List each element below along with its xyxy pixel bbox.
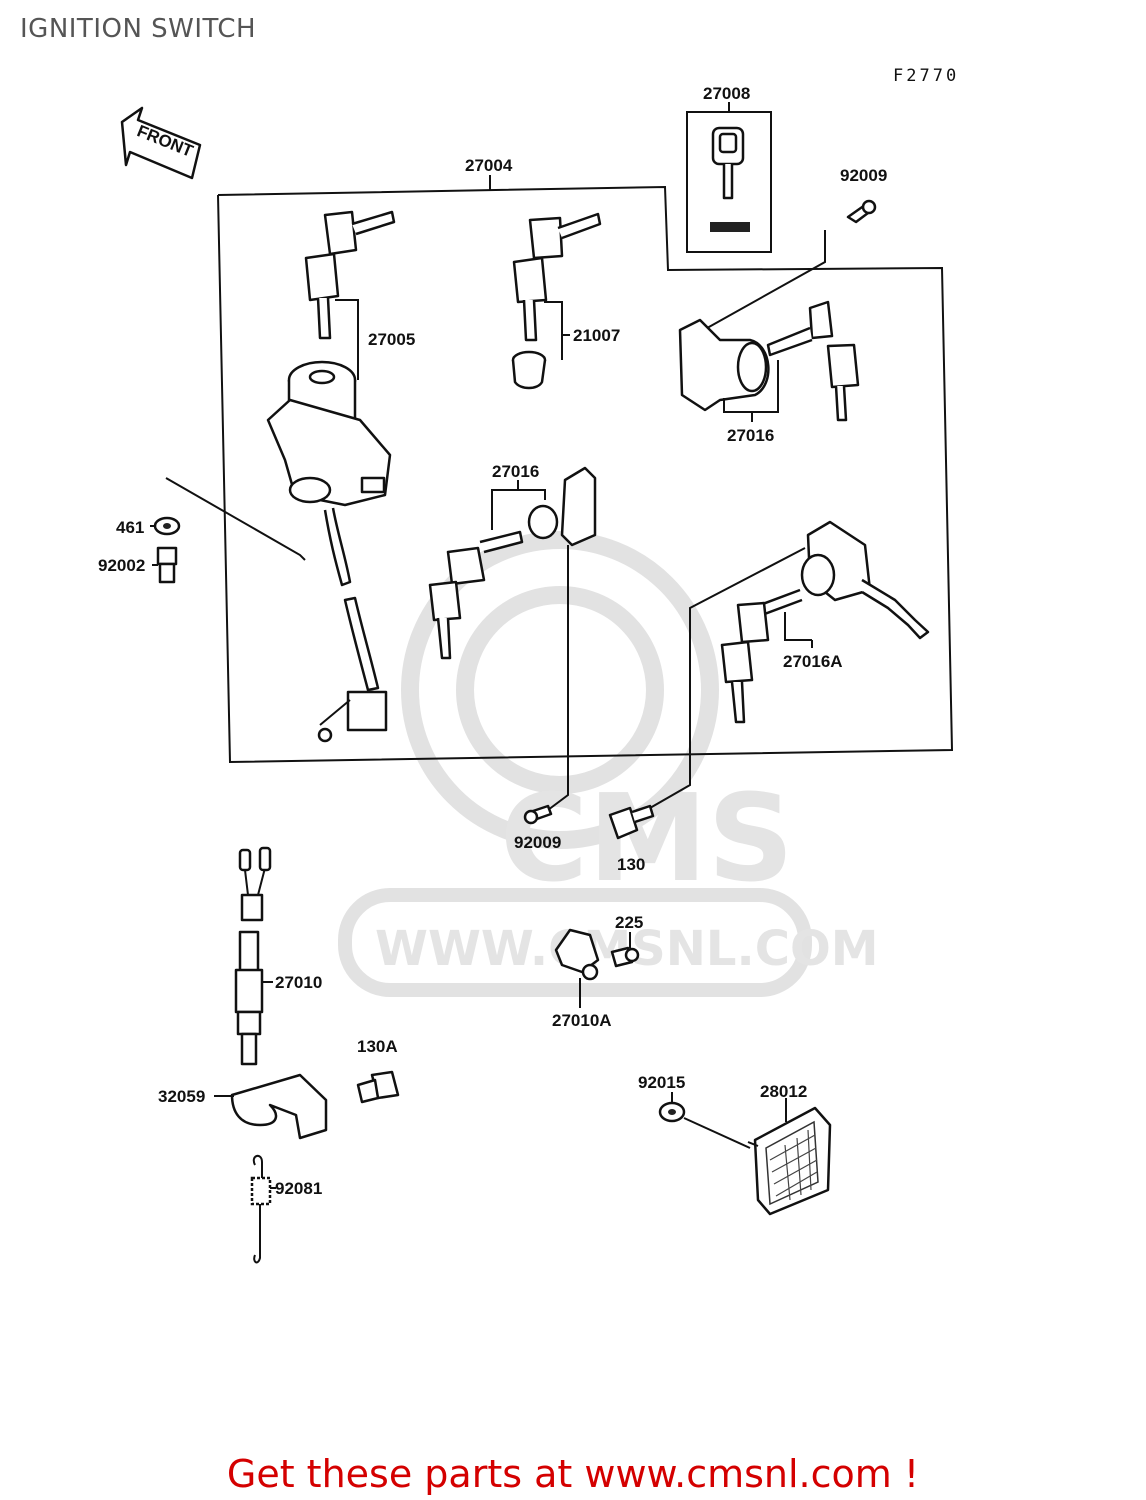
part-label-225: 225 xyxy=(615,913,643,932)
part-label-27005: 27005 xyxy=(368,330,415,349)
screw-225-icon xyxy=(610,946,640,968)
footer-link[interactable]: Get these parts at www.cmsnl.com ! xyxy=(226,1452,920,1496)
part-label-28012: 28012 xyxy=(760,1082,807,1101)
nut-92015-icon xyxy=(658,1101,686,1123)
kit-27004-outline xyxy=(217,185,954,764)
page-title: IGNITION SWITCH xyxy=(20,14,257,44)
part-label-92009-top: 92009 xyxy=(840,166,887,185)
watermark-brand: CMS xyxy=(500,770,794,909)
screw-92009-lower-icon xyxy=(523,804,553,825)
part-label-130: 130 xyxy=(617,855,645,874)
reflector-28012-icon xyxy=(747,1106,832,1216)
seat-lock-27016-icon xyxy=(678,300,860,422)
lock-27016a-icon xyxy=(720,520,930,724)
part-label-461: 461 xyxy=(116,518,144,537)
part-label-92081: 92081 xyxy=(275,1179,322,1198)
key-set-27005-icon xyxy=(304,210,396,340)
bolt-130a-icon xyxy=(356,1070,400,1104)
bolt-130-icon xyxy=(608,804,655,840)
exploded-parts-diagram: CMS WWW.CMSNL.COM FRONT xyxy=(98,84,954,1264)
cms-watermark: CMS WWW.CMSNL.COM xyxy=(338,531,879,997)
switch-27010-icon xyxy=(234,846,272,1066)
spring-92081-icon xyxy=(250,1154,272,1264)
key-set-21007-icon xyxy=(511,212,602,390)
part-label-27016-upper: 27016 xyxy=(727,426,774,445)
part-label-32059: 32059 xyxy=(158,1087,205,1106)
part-label-21007: 21007 xyxy=(573,326,620,345)
part-label-130a: 130A xyxy=(357,1037,398,1056)
part-label-27008: 27008 xyxy=(703,84,750,103)
part-label-27010: 27010 xyxy=(275,973,322,992)
front-arrow: FRONT xyxy=(120,106,202,180)
part-label-92002: 92002 xyxy=(98,556,145,575)
switch-27010a-icon xyxy=(554,928,600,981)
part-label-27016a: 27016A xyxy=(783,652,843,671)
washer-461-icon xyxy=(153,516,181,536)
bracket-32059-icon xyxy=(230,1073,328,1140)
ignition-switch-icon xyxy=(266,360,392,743)
helmet-lock-27016-icon xyxy=(428,466,597,660)
key-27008-icon xyxy=(710,126,750,232)
part-label-92009-lower: 92009 xyxy=(514,833,561,852)
part-label-92015: 92015 xyxy=(638,1073,685,1092)
screw-92009-top-icon xyxy=(846,199,877,224)
part-label-27010a: 27010A xyxy=(552,1011,612,1030)
figure-code: F2770 xyxy=(893,66,960,86)
bolt-92002-icon xyxy=(156,546,178,584)
part-label-27004: 27004 xyxy=(465,156,513,175)
part-label-27016-center: 27016 xyxy=(492,462,539,481)
